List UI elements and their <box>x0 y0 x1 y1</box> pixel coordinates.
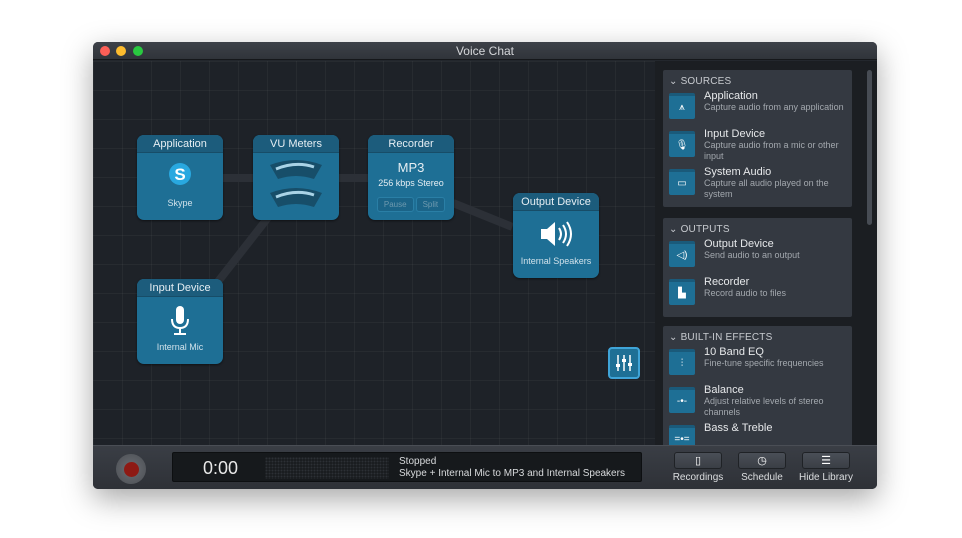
speaker-icon <box>541 221 572 247</box>
recordings-icon: ▯ <box>694 455 702 467</box>
node-title: VU Meters <box>253 135 339 153</box>
mic-icon: 🎙 <box>669 131 695 157</box>
status-display: 0:00 Stopped Skype + Internal Mic to MP3… <box>172 452 642 482</box>
item-description: Send audio to an output <box>704 250 800 260</box>
bottom-bar: 0:00 Stopped Skype + Internal Mic to MP3… <box>93 445 877 489</box>
node-input-device[interactable]: Input Device Internal Mic <box>137 279 223 364</box>
clock-icon: ◷ <box>757 455 767 467</box>
section-header[interactable]: ⌄ SOURCES <box>669 76 732 87</box>
item-description: Adjust relative levels of stereo channel… <box>704 396 824 417</box>
app-window: Voice Chat Application S Skype VU Meters… <box>93 42 877 489</box>
microphone-icon <box>171 306 189 335</box>
item-name: Input Device <box>704 128 766 140</box>
skype-icon: S <box>169 163 191 185</box>
node-title: Recorder <box>368 135 454 153</box>
library-scrollbar[interactable] <box>867 70 872 225</box>
item-description: Capture all audio played on the system <box>704 178 829 199</box>
split-button[interactable]: Split <box>415 197 446 212</box>
dragged-eq-effect[interactable] <box>608 347 640 379</box>
node-title: Input Device <box>137 279 223 297</box>
status-description: Skype + Internal Mic to MP3 and Internal… <box>399 468 625 479</box>
monitor-icon: ▭ <box>669 169 695 195</box>
status-state: Stopped <box>399 456 437 467</box>
wire <box>336 174 368 182</box>
item-name: Application <box>704 90 758 102</box>
schedule-button[interactable]: ◷ Schedule <box>727 452 797 483</box>
close-button[interactable] <box>100 46 110 56</box>
item-name: Recorder <box>704 276 750 288</box>
node-title: Output Device <box>513 193 599 211</box>
recorder-format: MP3 <box>397 160 425 175</box>
item-description: Record audio to files <box>704 288 787 298</box>
node-application[interactable]: Application S Skype <box>137 135 223 220</box>
item-name: Output Device <box>704 238 774 250</box>
routing-canvas[interactable]: Application S Skype VU Meters Recorder M… <box>93 61 655 445</box>
speaker-icon: ◁) <box>669 241 695 267</box>
item-name: 10 Band EQ <box>704 346 764 358</box>
node-label: Internal Speakers <box>520 256 592 266</box>
item-name: System Audio <box>704 166 772 178</box>
recorder-quality: 256 kbps Stereo <box>378 178 444 188</box>
hide-library-button[interactable]: ☰ Hide Library <box>791 452 861 483</box>
item-description: Capture audio from any application <box>704 102 844 112</box>
file-icon: ▙ <box>669 279 695 305</box>
pause-button[interactable]: Pause <box>376 197 414 212</box>
app-icon: ⩚ <box>669 93 695 119</box>
wire <box>451 199 514 231</box>
zoom-button[interactable] <box>133 46 143 56</box>
speaker-grille <box>265 457 389 479</box>
button-label: Hide Library <box>799 472 853 483</box>
list-icon: ☰ <box>821 455 831 467</box>
minimize-button[interactable] <box>116 46 126 56</box>
balance-icon: -•- <box>669 387 695 413</box>
title-bar: Voice Chat <box>93 42 877 60</box>
item-name: Balance <box>704 384 744 396</box>
item-name: Bass & Treble <box>704 422 773 434</box>
node-label: Internal Mic <box>156 342 204 352</box>
recordings-button[interactable]: ▯ Recordings <box>663 452 733 483</box>
node-output-device[interactable]: Output Device Internal Speakers <box>513 193 599 278</box>
button-label: Recordings <box>672 472 724 483</box>
svg-text:S: S <box>174 165 185 184</box>
vu-meter-icon <box>270 160 322 207</box>
elapsed-time: 0:00 <box>203 458 239 478</box>
eq-icon: ⫶ <box>669 349 695 375</box>
window-title: Voice Chat <box>455 44 515 58</box>
wire <box>221 174 253 182</box>
node-title: Application <box>137 135 223 153</box>
node-vu-meters[interactable]: VU Meters <box>253 135 339 220</box>
eq-icon <box>616 355 632 371</box>
item-description: Fine-tune specific frequencies <box>704 358 824 368</box>
item-description: Capture audio from a mic or other input <box>704 140 839 161</box>
record-icon <box>123 461 139 477</box>
section-header[interactable]: ⌄ BUILT-IN EFFECTS <box>669 332 773 343</box>
section-header[interactable]: ⌄ OUTPUTS <box>669 224 730 235</box>
node-label: Skype <box>167 198 193 208</box>
record-button[interactable] <box>116 454 146 484</box>
button-label: Schedule <box>741 472 783 483</box>
